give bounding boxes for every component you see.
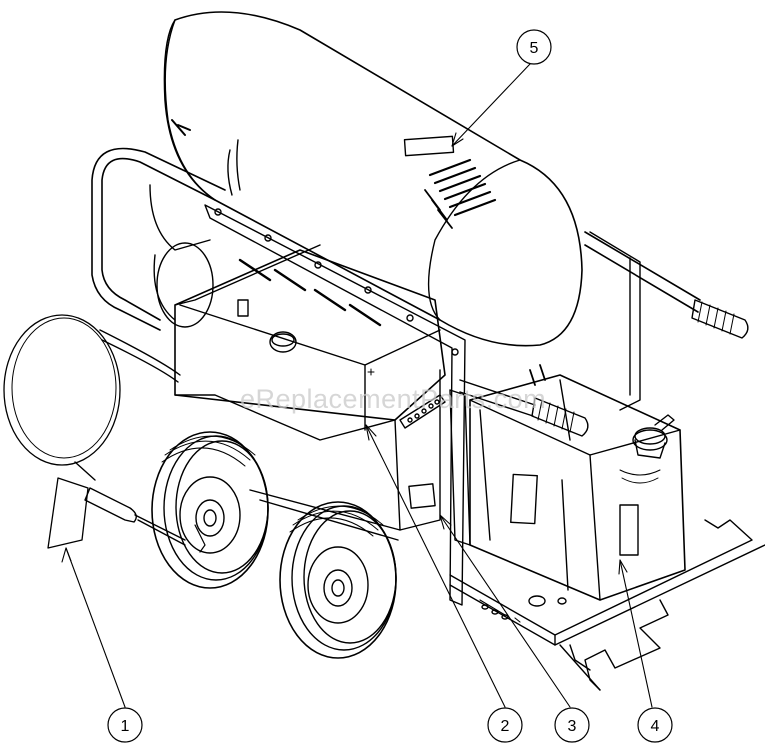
burner-coil-tank	[149, 11, 583, 347]
fuel-tank	[449, 364, 686, 601]
probe-sensor	[47, 477, 186, 549]
callout-5: 5	[516, 29, 552, 65]
callout-3: 3	[554, 707, 590, 743]
svg-text:5: 5	[530, 40, 539, 57]
mounting-panel	[204, 204, 466, 606]
leader-lines	[61, 63, 653, 708]
grip-handle-lower[interactable]	[459, 379, 589, 437]
svg-text:1: 1	[121, 718, 130, 735]
callout-4: 4	[637, 707, 673, 743]
sensor-coil	[3, 314, 181, 481]
control-box	[174, 244, 446, 531]
wheel-front	[279, 501, 397, 659]
fuel-cap-icon[interactable]	[632, 429, 668, 451]
svg-text:3: 3	[568, 718, 577, 735]
base-frame	[449, 519, 765, 691]
axle	[249, 489, 401, 541]
gauge-icon	[269, 331, 297, 353]
tube-frame	[91, 147, 701, 411]
callout-2: 2	[487, 707, 523, 743]
svg-text:2: 2	[501, 718, 510, 735]
callout-1: 1	[107, 707, 143, 743]
grip-handle-upper[interactable]	[691, 299, 749, 339]
svg-text:4: 4	[651, 718, 660, 735]
switch-icon[interactable]	[237, 299, 249, 317]
wheel-rear	[151, 431, 269, 589]
